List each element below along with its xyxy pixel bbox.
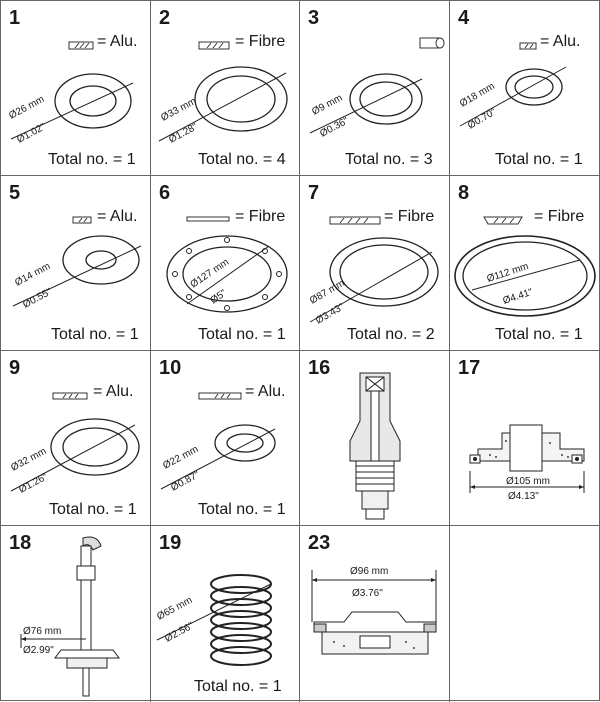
- dimension-mm: Ø26 mm: [7, 94, 46, 122]
- dimension-inch: Ø0.36": [318, 115, 351, 139]
- part-cell-7: 7 Ø87 mm Ø3.43" = Fibre Total no. = 2: [300, 176, 450, 351]
- part-number: 16: [308, 357, 331, 379]
- total-count: Total no. = 1: [495, 326, 583, 343]
- dimension-inch: Ø1.26": [17, 471, 50, 495]
- dimension-inch: Ø3.76": [352, 588, 383, 599]
- part-cell-17: 17 Ø105 mm Ø4.13": [450, 351, 600, 526]
- dimension-inch: Ø4.13": [508, 491, 539, 502]
- total-count: Total no. = 1: [495, 151, 583, 168]
- part-number: 1: [9, 7, 21, 29]
- material-label: = Alu.: [540, 33, 581, 50]
- part-number: 10: [159, 357, 182, 379]
- dimension-inch: Ø0.70": [466, 106, 499, 131]
- total-count: Total no. = 3: [345, 151, 433, 168]
- part-number: 23: [308, 532, 331, 554]
- washer-drawing: Ø32 mm Ø1.26": [9, 392, 140, 496]
- part-cell-1: 1 Ø26 mm Ø1.02" = Alu. Total no. = 1: [1, 1, 151, 176]
- part-cell-23: 23 Ø96 mm Ø3.76": [300, 526, 450, 702]
- dimension-mm: Ø65 mm: [155, 595, 194, 623]
- part-number: 7: [308, 182, 320, 204]
- part-number: 17: [458, 357, 481, 379]
- part-number: 2: [159, 7, 171, 29]
- dimension-mm: Ø32 mm: [9, 446, 48, 474]
- total-count: Total no. = 1: [198, 501, 286, 518]
- washer-drawing: Ø18 mm Ø0.70": [458, 42, 567, 132]
- part-number: 9: [9, 357, 21, 379]
- gasket-drawing: Ø127 mm Ø5": [166, 216, 288, 313]
- total-count: Total no. = 2: [347, 326, 435, 343]
- part-cell-4: 4 Ø18 mm Ø0.70" = Alu. Total no. = 1: [450, 1, 600, 176]
- part-cell-2: 2 Ø33 mm Ø1.28" = Fibre Total no. = 4: [151, 1, 300, 176]
- part-cell-5: 5 Ø14 mm Ø0.55" = Alu. Total no. = 1: [1, 176, 151, 351]
- dimension-inch: Ø0.55": [21, 286, 54, 310]
- spindle-drawing: Ø76 mm Ø2.99": [20, 536, 120, 697]
- seat-drawing: Ø105 mm Ø4.13": [469, 424, 585, 502]
- empty-cell: [450, 526, 600, 702]
- dimension-inch: Ø2.56": [163, 620, 196, 644]
- part-cell-16: 16: [300, 351, 450, 526]
- material-label: = Alu.: [97, 33, 138, 50]
- total-count: Total no. = 1: [48, 151, 136, 168]
- part-cell-10: 10 Ø22 mm Ø0.87" = Alu. Total no. = 1: [151, 351, 300, 526]
- dimension-mm: Ø33 mm: [159, 96, 198, 124]
- part-cell-9: 9 Ø32 mm Ø1.26" = Alu. Total no. = 1: [1, 351, 151, 526]
- dimension-inch: Ø1.02": [15, 121, 48, 145]
- washer-drawing: Ø22 mm Ø0.87": [160, 392, 276, 494]
- dimension-inch: Ø3.43": [314, 301, 347, 326]
- dimension-mm: Ø96 mm: [350, 566, 388, 577]
- washer-drawing: Ø14 mm Ø0.55": [12, 216, 142, 311]
- dimension-mm: Ø9 mm: [310, 93, 344, 118]
- material-label: = Fibre: [235, 208, 286, 225]
- material-label: = Alu.: [93, 383, 134, 400]
- part-number: 4: [458, 7, 470, 29]
- part-cell-18: 18 Ø76 mm Ø2.99": [1, 526, 151, 702]
- part-number: 6: [159, 182, 171, 204]
- part-number: 5: [9, 182, 21, 204]
- pilot-valve-drawing: [349, 372, 401, 520]
- material-label: = Alu.: [245, 383, 286, 400]
- dimension-inch: Ø0.87": [169, 469, 202, 493]
- dimension-mm: Ø105 mm: [506, 476, 550, 487]
- total-count: Total no. = 1: [51, 326, 139, 343]
- part-number: 3: [308, 7, 320, 29]
- total-count: Total no. = 4: [198, 151, 286, 168]
- spring-drawing: Ø65 mm Ø2.56": [155, 574, 272, 666]
- material-label: = Fibre: [235, 33, 286, 50]
- dimension-mm: Ø22 mm: [161, 444, 200, 472]
- valve-plate-drawing: Ø96 mm Ø3.76": [311, 566, 437, 655]
- part-number: 8: [458, 182, 470, 204]
- dimension-mm: Ø76 mm: [23, 626, 61, 637]
- total-count: Total no. = 1: [198, 326, 286, 343]
- part-cell-6: 6 Ø127 mm Ø5" = Fibre Total no. = 1: [151, 176, 300, 351]
- dimension-inch: Ø2.99": [23, 645, 54, 656]
- gasket-drawing: Ø112 mm Ø4.41": [454, 216, 596, 317]
- part-cell-19: 19 Ø65 mm Ø2.56" Total no. = 1: [151, 526, 300, 702]
- dimension-mm: Ø14 mm: [13, 261, 52, 289]
- material-label: = Fibre: [534, 208, 585, 225]
- part-number: 18: [9, 532, 32, 554]
- material-label: = Fibre: [384, 208, 435, 225]
- gasket-drawing: Ø87 mm Ø3.43": [308, 216, 439, 327]
- total-count: Total no. = 1: [49, 501, 137, 518]
- washer-drawing: Ø26 mm Ø1.02": [7, 41, 134, 146]
- part-cell-8: 8 Ø112 mm Ø4.41" = Fibre Total no. = 1: [450, 176, 600, 351]
- dimension-mm: Ø18 mm: [458, 81, 497, 110]
- dimension-inch: Ø1.28": [167, 121, 200, 145]
- washer-drawing: Ø33 mm Ø1.28": [158, 41, 288, 146]
- washer-drawing: Ø9 mm Ø0.36": [309, 37, 445, 140]
- part-number: 19: [159, 532, 182, 554]
- part-cell-3: 3 Ø9 mm Ø0.36" Total no. = 3: [300, 1, 450, 176]
- material-label: = Alu.: [97, 208, 138, 225]
- total-count: Total no. = 1: [194, 678, 282, 695]
